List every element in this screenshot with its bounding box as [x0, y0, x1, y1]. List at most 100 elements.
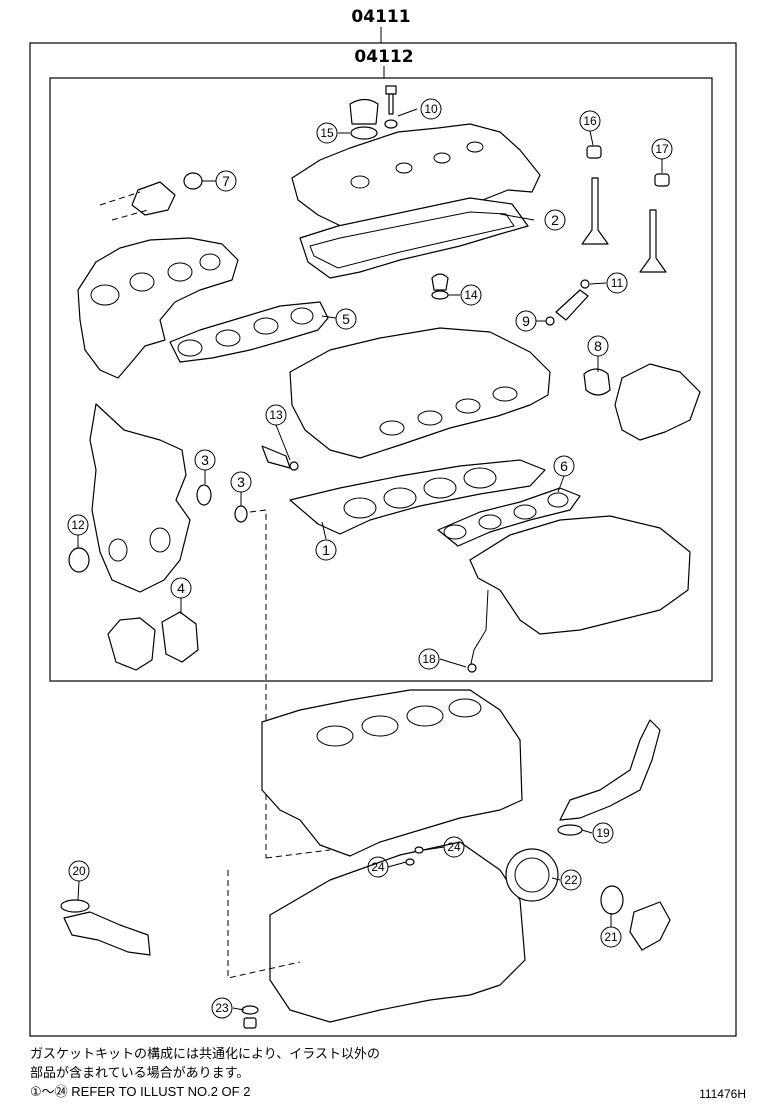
callout-12: 12: [67, 514, 89, 536]
drain-plug: [243, 1017, 257, 1029]
svg-text:3: 3: [201, 452, 209, 468]
figure-code: 111476H: [699, 1087, 746, 1101]
o-ring-3a: [196, 484, 212, 506]
svg-text:19: 19: [596, 826, 610, 840]
callout-1: 1: [315, 539, 337, 561]
svg-text:7: 7: [222, 173, 230, 189]
exhaust-valve: [639, 209, 667, 273]
valve-stem-seal-17: [654, 173, 670, 187]
gasket-8: [583, 368, 611, 396]
callout-14: 14: [460, 284, 482, 306]
svg-text:10: 10: [424, 102, 438, 116]
callout-17: 17: [651, 138, 673, 160]
svg-text:22: 22: [564, 873, 578, 887]
gasket-19: [557, 824, 583, 836]
timing-chain-cover: [89, 403, 191, 593]
sub-kit-code: 04112: [354, 47, 413, 67]
inner-frame: [49, 77, 713, 682]
callout-8: 8: [587, 335, 609, 357]
o-ring-24b: [405, 858, 415, 866]
oil-filler-cap: [349, 98, 379, 140]
oil-seal-12: [68, 547, 90, 573]
callout-18: 18: [418, 648, 440, 670]
callout-19: 19: [592, 822, 614, 844]
svg-text:15: 15: [320, 126, 334, 140]
callout-6: 6: [553, 455, 575, 477]
gasket-18: [467, 663, 477, 673]
intake-manifold: [469, 515, 691, 635]
valve-cover-gasket: [299, 197, 529, 279]
svg-text:6: 6: [560, 458, 568, 474]
intake-manifold-gasket: [437, 487, 581, 547]
svg-text:17: 17: [655, 142, 669, 156]
leaders: [77, 108, 663, 1011]
svg-text:18: 18: [422, 652, 436, 666]
exhaust-flange: [131, 181, 176, 216]
gasket-20: [60, 899, 90, 913]
svg-text:11: 11: [611, 276, 624, 290]
callout-15: 15: [316, 122, 338, 144]
thermostat-housing: [614, 363, 701, 441]
svg-text:2: 2: [551, 212, 559, 228]
svg-text:5: 5: [342, 311, 350, 327]
svg-text:4: 4: [177, 580, 185, 596]
oil-seal-21: [600, 885, 624, 915]
svg-text:24: 24: [447, 840, 461, 854]
exhaust-manifold-gasket: [169, 301, 329, 363]
callout-24a: 24: [443, 836, 465, 858]
oil-pan: [269, 841, 526, 1023]
svg-text:3: 3: [237, 474, 245, 490]
drain-gasket-23: [241, 1005, 259, 1015]
gasket-7: [183, 172, 203, 190]
oil-delivery-pipe: [559, 719, 661, 821]
callout-9: 9: [515, 310, 537, 332]
cover-bolt: [384, 85, 398, 129]
callout-22: 22: [560, 869, 582, 891]
svg-text:12: 12: [71, 518, 85, 532]
svg-text:16: 16: [583, 114, 597, 128]
rear-oil-seal: [505, 848, 559, 902]
o-ring-3b: [234, 505, 248, 523]
cylinder-head-gasket: [289, 459, 546, 535]
note-line-1: ガスケットキットの構成には共通化により、イラスト以外の: [30, 1046, 380, 1061]
exhaust-manifold: [77, 237, 239, 379]
plug: [431, 273, 449, 291]
cylinder-head: [289, 327, 551, 459]
water-inlet: [629, 901, 671, 951]
svg-text:23: 23: [215, 1001, 229, 1015]
intake-valve: [581, 177, 609, 245]
callout-20: 20: [68, 860, 90, 882]
callout-2: 2: [544, 209, 566, 231]
outer-frame: [29, 42, 737, 1037]
callout-3a: 3: [194, 449, 216, 471]
note-line-3: ①～㉔ REFER TO ILLUST NO.2 OF 2: [30, 1084, 251, 1099]
o-ring-24a: [414, 846, 424, 854]
gasket-4: [161, 611, 199, 663]
callout-16: 16: [579, 110, 601, 132]
fuel-injector: [555, 289, 589, 321]
callout-4: 4: [170, 577, 192, 599]
callout-10: 10: [420, 98, 442, 120]
svg-text:1: 1: [322, 542, 330, 558]
svg-text:21: 21: [604, 930, 618, 944]
callout-11: 11: [606, 272, 628, 294]
water-pipe: [63, 911, 151, 956]
svg-text:14: 14: [464, 288, 478, 302]
svg-text:9: 9: [522, 313, 530, 329]
callout-7: 7: [215, 170, 237, 192]
svg-text:20: 20: [72, 864, 86, 878]
callout-21: 21: [600, 926, 622, 948]
kit-code: 04111: [351, 7, 410, 27]
callout-23: 23: [211, 997, 233, 1019]
svg-text:8: 8: [594, 338, 602, 354]
callout-3b: 3: [230, 471, 252, 493]
water-pump: [107, 617, 156, 671]
notes: ガスケットキットの構成には共通化により、イラスト以外の 部品が含まれている場合が…: [30, 1044, 380, 1101]
pcv-hose: [469, 589, 489, 669]
valve-stem-seal-16: [586, 145, 602, 159]
callout-5: 5: [335, 308, 357, 330]
svg-text:24: 24: [371, 860, 385, 874]
callout-24b: 24: [367, 856, 389, 878]
seal-13: [289, 461, 299, 471]
